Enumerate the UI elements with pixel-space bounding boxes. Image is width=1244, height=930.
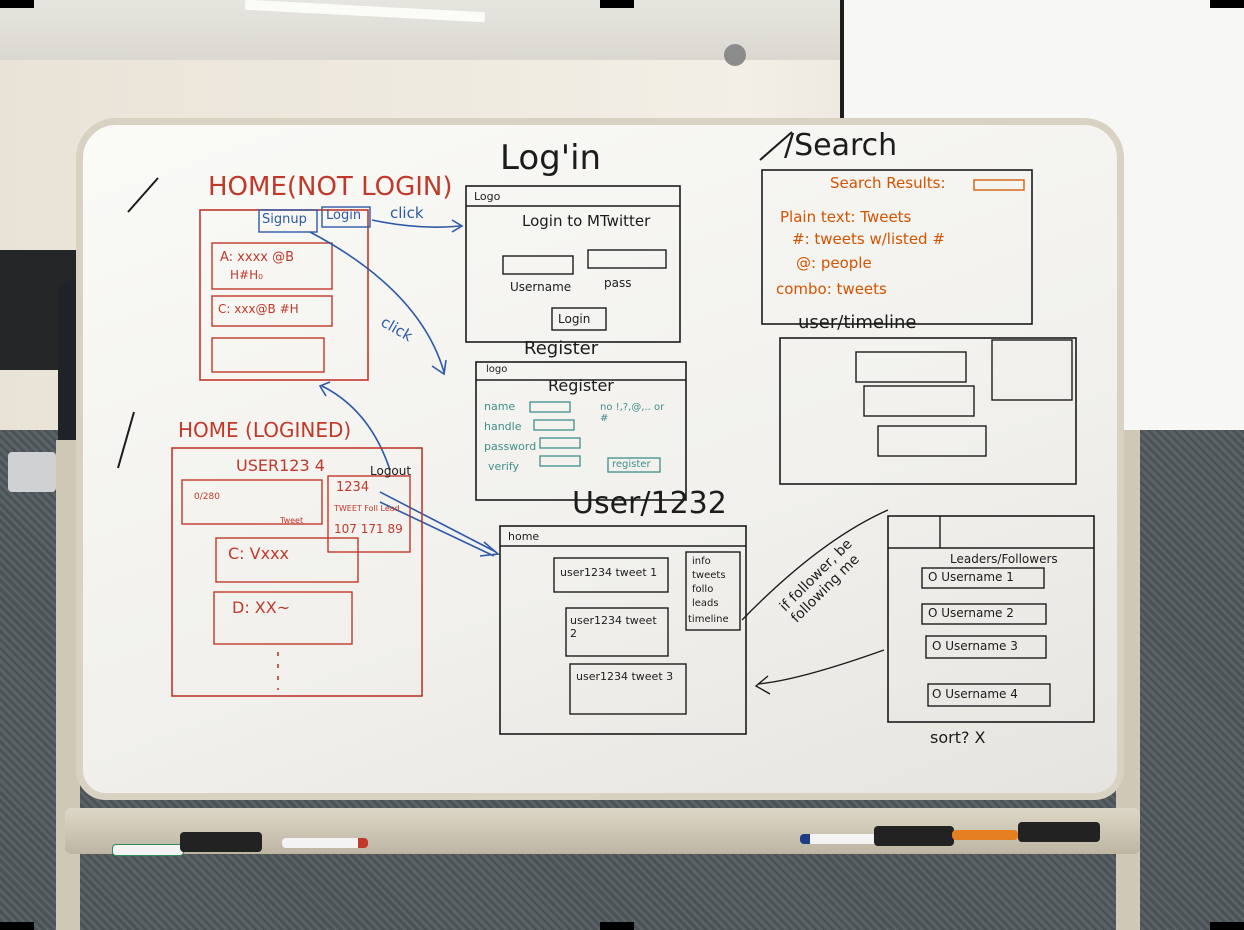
timeline-title: user/timeline bbox=[798, 312, 917, 333]
info-leads: leads bbox=[692, 598, 719, 609]
eraser-mid bbox=[874, 826, 954, 846]
leader-user-3[interactable]: O Username 3 bbox=[932, 639, 1018, 653]
register-heading: Register bbox=[548, 376, 614, 395]
password-field bbox=[587, 249, 667, 269]
login-logo: Logo bbox=[474, 190, 501, 203]
register-field-name: name bbox=[484, 400, 516, 413]
login-page-title: Log'in bbox=[500, 138, 602, 178]
home-tweet-box-3 bbox=[211, 337, 325, 373]
login-button[interactable]: Login bbox=[558, 312, 591, 326]
search-row-hashtag: #: tweets w/listed # bbox=[792, 230, 945, 248]
leader-user-2[interactable]: O Username 2 bbox=[928, 606, 1014, 620]
crop-mark-bottom bbox=[600, 922, 634, 930]
username-label: Username bbox=[510, 280, 572, 294]
user-tweet-1: user1234 tweet 1 bbox=[560, 566, 658, 579]
user-tweet-2: user1234 tweet 2 bbox=[570, 614, 657, 640]
whiteboard bbox=[76, 118, 1124, 800]
register-field-password: password bbox=[484, 440, 537, 453]
crop-corner-br bbox=[1210, 922, 1244, 930]
eraser-right bbox=[1018, 822, 1100, 842]
marker-orange bbox=[952, 830, 1018, 840]
user-frame bbox=[499, 525, 747, 735]
crop-mark-top bbox=[600, 0, 634, 8]
info-label: info bbox=[692, 556, 711, 567]
arrow-register bbox=[309, 231, 445, 373]
crop-corner-tr bbox=[1210, 0, 1244, 8]
signup-label[interactable]: Signup bbox=[262, 212, 307, 227]
search-results-label: Search Results: bbox=[830, 174, 946, 192]
search-frame bbox=[761, 169, 1033, 325]
register-page-title: Register bbox=[524, 338, 599, 359]
marker-blue bbox=[800, 834, 880, 844]
info-timeline[interactable]: timeline bbox=[688, 614, 729, 625]
login-box bbox=[321, 206, 371, 228]
arrow-logout bbox=[321, 385, 391, 471]
register-note: no !,?,@,.. or # bbox=[600, 402, 665, 424]
marker-red bbox=[282, 838, 368, 848]
search-row-combo: combo: tweets bbox=[776, 280, 887, 298]
logined-tweet-1: C: Vxxx bbox=[228, 544, 289, 563]
username-field bbox=[502, 255, 574, 275]
login-button-box bbox=[551, 307, 607, 331]
search-page-title: /Search bbox=[784, 128, 898, 163]
home-tweet-box-1 bbox=[211, 242, 333, 290]
arrow-user bbox=[379, 491, 497, 553]
pass-label: pass bbox=[604, 276, 632, 290]
register-field-verify: verify bbox=[488, 460, 520, 473]
register-button-box bbox=[607, 457, 661, 473]
login-heading: Login to MTwitter bbox=[522, 212, 651, 230]
leader-user-4[interactable]: O Username 4 bbox=[932, 687, 1018, 701]
login-link[interactable]: Login bbox=[326, 208, 362, 223]
home-not-login-title: HOME(NOT LOGIN) bbox=[208, 172, 453, 202]
register-frame bbox=[475, 361, 687, 501]
leader-user-1[interactable]: O Username 1 bbox=[928, 570, 1014, 584]
home-logined-title: HOME (LOGINED) bbox=[178, 418, 352, 442]
stats-box bbox=[327, 475, 411, 553]
arrow-login bbox=[371, 219, 461, 228]
user-tweet-3: user1234 tweet 3 bbox=[576, 670, 674, 683]
click-note-1: click bbox=[390, 204, 424, 222]
search-row-mention: @: people bbox=[796, 254, 872, 272]
stats-labels: TWEET Foll Lead bbox=[334, 504, 400, 513]
security-camera bbox=[724, 44, 746, 66]
marker-green bbox=[112, 844, 184, 856]
home-logined-user: USER123 4 bbox=[236, 456, 325, 475]
search-row-plain-text: Plain text: Tweets bbox=[780, 208, 912, 226]
timeline-frame bbox=[779, 337, 1077, 485]
stats-values: 107 171 89 bbox=[334, 522, 403, 536]
login-frame bbox=[465, 185, 681, 343]
home-tweet-box-2 bbox=[211, 295, 333, 327]
user-home-link[interactable]: home bbox=[508, 530, 540, 543]
home-logined-frame bbox=[171, 447, 423, 697]
info-follo: follo bbox=[692, 584, 714, 595]
home-tweet-1-line-2: H#H₀ bbox=[230, 268, 263, 282]
signup-box bbox=[258, 209, 318, 233]
stats-user: 1234 bbox=[336, 480, 370, 495]
register-button[interactable]: register bbox=[612, 459, 651, 470]
crop-corner-bl bbox=[0, 922, 34, 930]
sort-note: sort? X bbox=[930, 728, 986, 747]
leaders-heading: Leaders/Followers bbox=[950, 552, 1058, 566]
logout-link[interactable]: Logout bbox=[370, 464, 412, 478]
eraser-left bbox=[180, 832, 262, 852]
compose-count: 0/280 bbox=[194, 492, 220, 502]
compose-box bbox=[181, 479, 323, 525]
home-not-login-frame bbox=[199, 209, 369, 381]
info-tweets: tweets bbox=[692, 570, 726, 581]
crop-corner-tl bbox=[0, 0, 34, 8]
home-tweet-2: C: xxx@B #H bbox=[218, 302, 299, 316]
leaders-frame bbox=[887, 515, 1095, 723]
user-page-title: User/1232 bbox=[572, 486, 727, 521]
home-tweet-1-line-1: A: xxxx @B bbox=[220, 250, 295, 265]
register-logo: logo bbox=[486, 364, 508, 375]
tweet-button[interactable]: Tweet bbox=[280, 516, 304, 525]
logined-tweet-2: D: XX~ bbox=[232, 598, 291, 617]
register-field-handle: handle bbox=[484, 420, 522, 433]
laptop bbox=[8, 452, 56, 492]
